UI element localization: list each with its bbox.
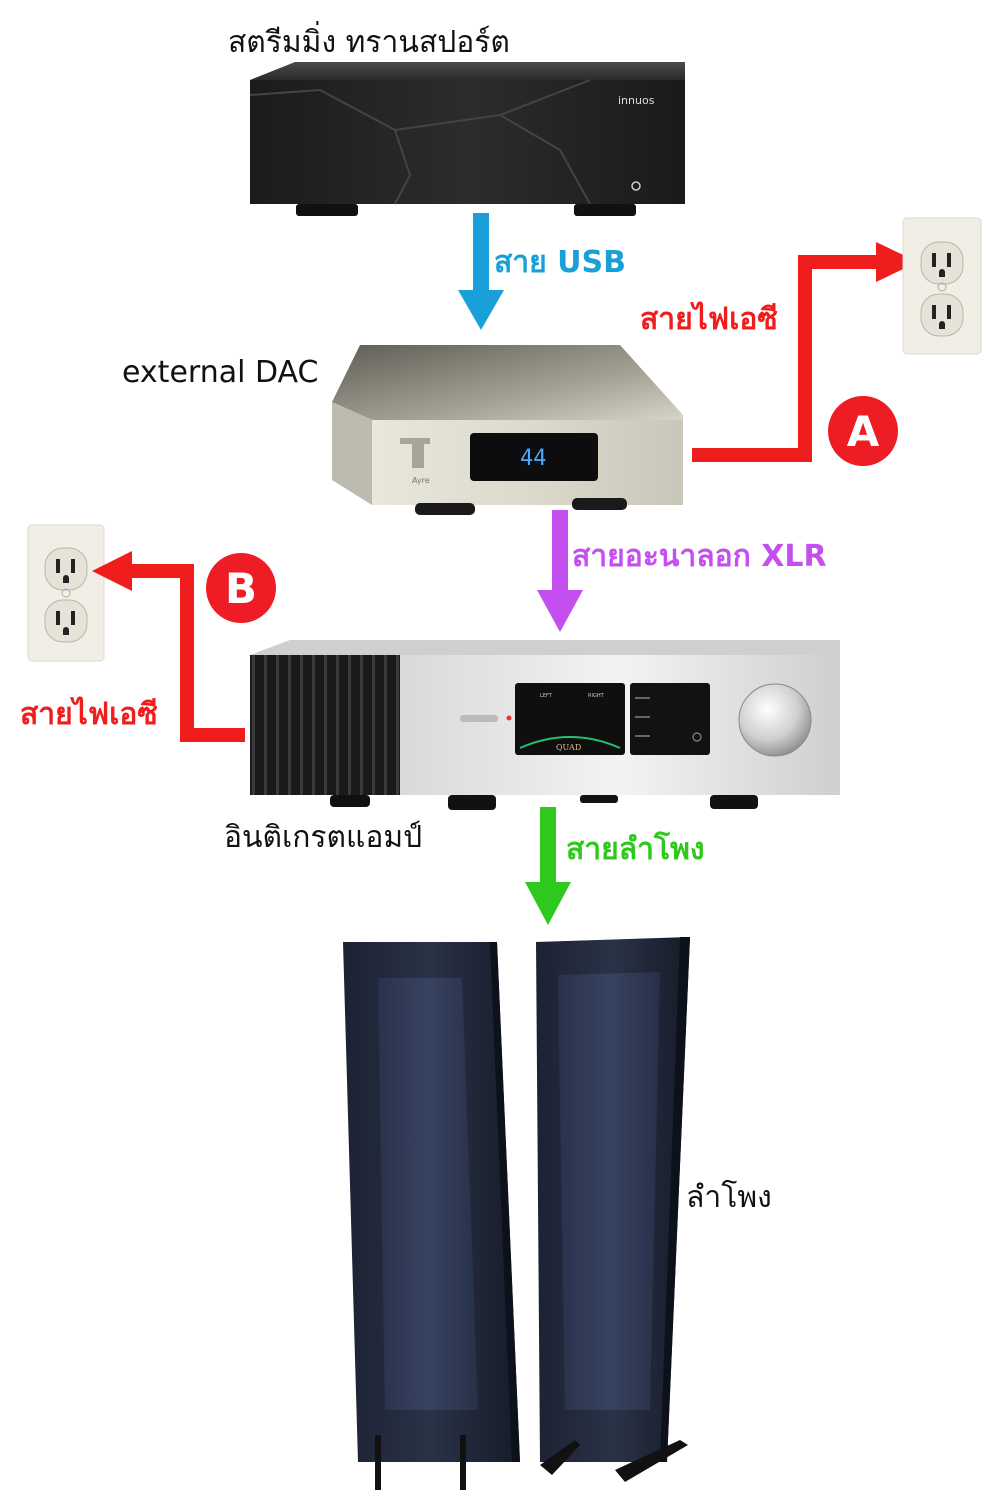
- power-icon: [631, 181, 641, 191]
- external-dac: 44 Ayre: [332, 345, 683, 515]
- volume-knob: [738, 683, 812, 757]
- amp-meter-right: RIGHT: [588, 693, 605, 699]
- speaker-cable-label: สายลำโพง: [566, 832, 705, 867]
- badge-b: B: [206, 553, 276, 623]
- amp-label: อินติเกรตแอมป์: [224, 820, 423, 855]
- ac-cable-a-label: สายไฟเอซี: [640, 302, 778, 337]
- usb-arrow: [458, 213, 504, 330]
- integrated-amp: LEFT RIGHT QUAD: [250, 640, 840, 810]
- wall-outlet-b: [27, 524, 105, 662]
- badge-a: A: [828, 396, 898, 466]
- ac-cable-b-label: สายไฟเอซี: [20, 697, 158, 732]
- xlr-arrow: [537, 510, 583, 632]
- speaker-cable-arrow: [525, 807, 571, 925]
- ac-cable-b: [92, 551, 245, 742]
- wall-outlet-a: [902, 217, 982, 355]
- amp-brand-text: QUAD: [556, 743, 581, 752]
- ac-cable-a: [692, 242, 918, 462]
- transport-brand-text: innuos: [618, 94, 655, 107]
- speaker-right: [536, 937, 690, 1482]
- transport-label: สตรีมมิ่ง ทรานสปอร์ต: [228, 25, 510, 60]
- streaming-transport: innuos: [249, 62, 685, 216]
- dac-label: external DAC: [122, 355, 319, 390]
- dac-brand-text: Ayre: [412, 476, 430, 485]
- speaker-left: [343, 942, 520, 1490]
- usb-cable-label: สาย USB: [494, 245, 627, 280]
- amp-meter-left: LEFT: [540, 693, 553, 699]
- dac-display-text: 44: [520, 446, 547, 471]
- speakers-label: ลำโพง: [686, 1180, 772, 1215]
- xlr-cable-label: สายอะนาลอก XLR: [572, 539, 827, 574]
